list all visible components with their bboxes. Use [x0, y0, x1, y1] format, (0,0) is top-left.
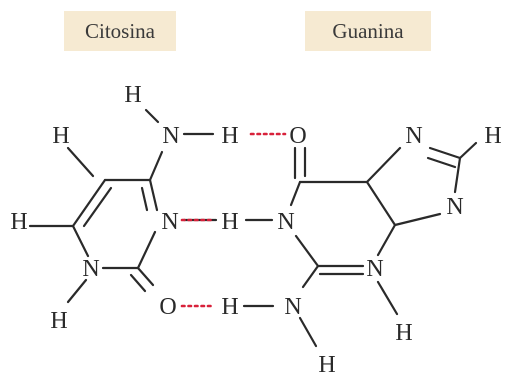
- atom-n2: N: [284, 294, 301, 320]
- atom-h-c5: H: [52, 123, 69, 149]
- bond-g-n7-c8-double: [426, 156, 457, 169]
- bond-g-c2-n2: [301, 264, 320, 289]
- bond-c5-h: [66, 146, 95, 178]
- bond-g-n2-h-bottom: [298, 316, 318, 348]
- atom-h-n1: H: [50, 308, 67, 334]
- bond-g-n9-c4: [393, 212, 442, 227]
- bond-c6-n1: [71, 224, 90, 258]
- cytosine-label: Citosina: [64, 11, 176, 51]
- atom-h-c8: H: [484, 123, 501, 149]
- bond-g-c8-h: [458, 141, 478, 160]
- bond-n3-c4: [148, 178, 159, 212]
- guanine-atoms: O N H H N N N H N H H: [221, 123, 501, 378]
- bond-n3-c4-double: [140, 186, 149, 212]
- atom-n3-g: N: [366, 256, 383, 282]
- atom-h-n4-bond: H: [221, 123, 238, 149]
- atom-h-n3-g: H: [395, 320, 412, 346]
- atom-n1: N: [82, 256, 99, 282]
- bond-g-n1-c6: [289, 180, 302, 207]
- bond-g-c4-n3: [376, 223, 397, 257]
- atom-n7: N: [405, 123, 422, 149]
- bond-c5-c6-double: [82, 186, 113, 228]
- bond-g-n3-h: [376, 280, 399, 316]
- bond-n4-h-top: [144, 108, 160, 124]
- atom-h-n4-top: H: [124, 82, 141, 108]
- guanine-bonds: [242, 141, 478, 348]
- atom-o6: O: [289, 123, 306, 149]
- atom-h-n2-bottom: H: [318, 352, 335, 378]
- atom-n9: N: [446, 194, 463, 220]
- bond-g-n7-c8: [428, 146, 462, 160]
- bond-g-c8-n9: [453, 156, 462, 194]
- atom-h-c6: H: [10, 209, 27, 235]
- atom-n4: N: [162, 123, 179, 149]
- bond-n1-h: [66, 278, 88, 304]
- atom-h-n1-bond: H: [221, 209, 238, 235]
- bond-c2-o: [136, 266, 155, 287]
- atom-n3: N: [161, 209, 178, 235]
- atom-o2: O: [159, 294, 176, 320]
- hydrogen-bonds: [180, 132, 287, 308]
- bond-c2-n3: [136, 230, 157, 270]
- bond-c5-c6: [71, 178, 107, 228]
- cytosine-atoms: H N H H H N N H O: [10, 82, 238, 334]
- bond-g-c5-n7: [365, 146, 402, 184]
- bond-c2-o-double: [129, 273, 147, 293]
- bond-g-c2-n1: [294, 234, 320, 268]
- bond-g-c5-c4: [365, 180, 397, 227]
- atom-h-n2-bond: H: [221, 294, 238, 320]
- atom-n1-g: N: [277, 209, 294, 235]
- bond-c4-n4: [148, 150, 164, 182]
- guanine-label: Guanina: [305, 11, 431, 51]
